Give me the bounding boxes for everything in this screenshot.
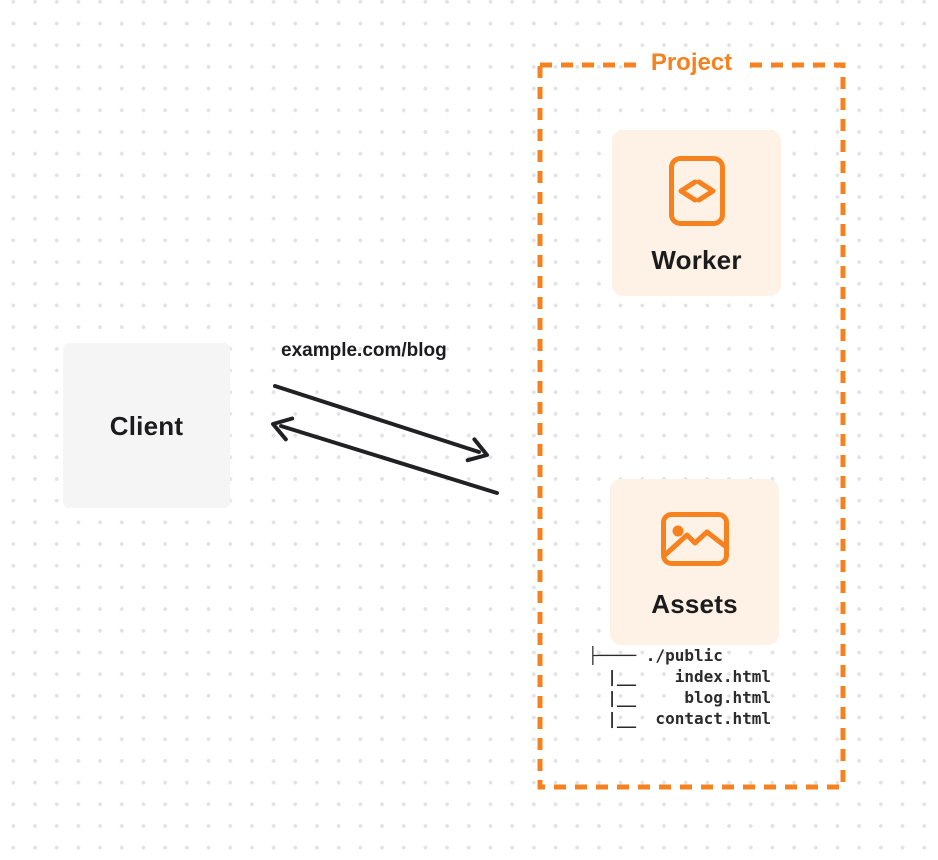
assets-box: Assets: [610, 479, 779, 645]
worker-label: Worker: [651, 245, 742, 275]
request-response-arrows: [271, 384, 499, 495]
project-container: Project Worker Assets: [536, 49, 847, 791]
assets-label: Assets: [651, 589, 738, 619]
file-tree: ├──── ./public |__ index.html |__ blog.h…: [588, 646, 772, 728]
response-arrow-line: [279, 424, 499, 495]
project-label: Project: [638, 49, 745, 77]
image-icon: [660, 512, 729, 566]
request-url-label: example.com/blog: [281, 340, 447, 361]
request-arrowhead-icon: [465, 437, 489, 463]
client-label: Client: [109, 410, 184, 441]
worker-box: Worker: [612, 130, 781, 296]
code-file-icon: [668, 156, 725, 226]
client-box: Client: [63, 343, 230, 508]
response-arrowhead-icon: [271, 416, 295, 442]
request-arrow-line: [273, 384, 481, 454]
